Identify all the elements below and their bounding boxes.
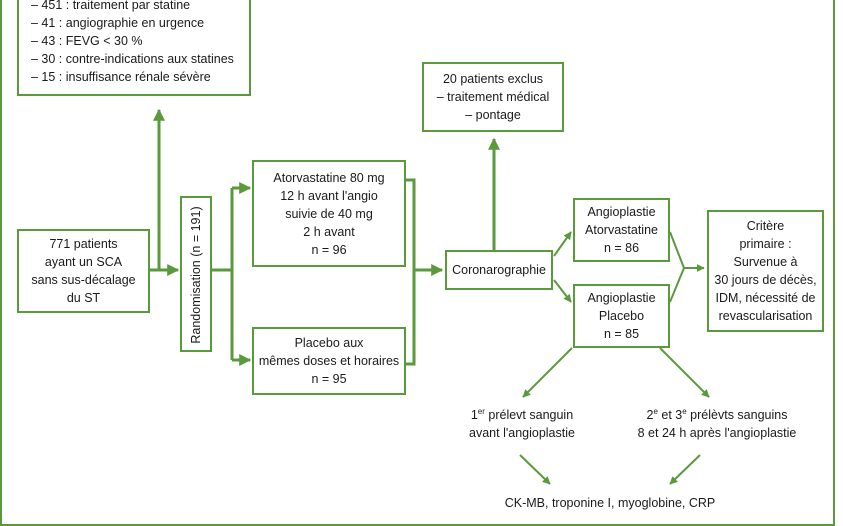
excluded-patients-box: 20 patients exclus – traitement médical … — [422, 62, 564, 132]
first-blood-sample: 1er prélevt sanguin avant l'angioplastie — [442, 406, 602, 442]
exclusion-criteria-box: – 451 : traitement par statine – 41 : an… — [17, 0, 251, 96]
atorvastatine-line: Atorvastatine 80 mg — [273, 170, 385, 185]
sample1-text: prélevt sanguin — [484, 408, 574, 422]
atorvastatine-line: 2 h avant — [303, 224, 355, 239]
patients-box: 771 patients ayant un SCA sans sus-décal… — [17, 229, 150, 313]
atorvastatine-arm-box: Atorvastatine 80 mg 12 h avant l'angio s… — [252, 160, 406, 267]
endpoint-merge — [669, 231, 686, 303]
second-third-blood-samples: 2e et 3e prélèvts sanguins 8 et 24 h apr… — [612, 406, 822, 442]
endpoint-line: Survenue à — [733, 255, 798, 269]
patients-line: du ST — [66, 291, 101, 305]
atorvastatine-line: suivie de 40 mg — [285, 206, 373, 221]
sample2-superscript-b: e — [682, 406, 687, 416]
arrow-to-angio-placebo — [553, 279, 572, 303]
arrow-to-sample2 — [659, 347, 710, 398]
coronarographie-label: Coronarographie — [452, 263, 546, 277]
randomisation-label: Randomisation (n = 191) — [189, 206, 203, 344]
arrow-sample1-to-markers — [519, 454, 551, 485]
placebo-line: n = 95 — [311, 372, 347, 386]
patients-line: ayant un SCA — [44, 255, 123, 269]
arrow-sample2-to-markers — [669, 454, 701, 485]
patients-line: 771 patients — [49, 237, 118, 251]
primary-endpoint-box: Critère primaire : Survenue à 30 jours d… — [707, 210, 824, 332]
exclusion-line: – 30 : contre-indications aux statines — [31, 52, 234, 66]
angio-atorva-line: n = 86 — [603, 241, 640, 255]
exclusion-line: – 451 : traitement par statine — [31, 0, 191, 12]
angioplastie-placebo-box: Angioplastie Placebo n = 85 — [573, 284, 670, 348]
sample2-text: prélèvts sanguins — [686, 408, 788, 422]
biomarkers-label: CK-MB, troponine I, myoglobine, CRP — [504, 496, 716, 510]
sample1-line2: avant l'angioplastie — [469, 426, 575, 440]
arrow-to-sample1 — [522, 347, 573, 398]
angio-atorva-line: Angioplastie — [587, 205, 656, 219]
angio-placebo-line: Angioplastie — [587, 291, 656, 305]
sample2-number-a: 2 — [646, 408, 654, 422]
exclusion-line: – 15 : insuffisance rénale sévère — [31, 70, 211, 84]
sample1-number: 1 — [470, 408, 478, 422]
excluded-line: – pontage — [465, 108, 521, 122]
angioplastie-atorvastatine-box: Angioplastie Atorvastatine n = 86 — [573, 198, 670, 262]
endpoint-line: IDM, nécessité de — [715, 291, 816, 305]
atorvastatine-line: n = 96 — [311, 242, 347, 257]
placebo-arm-box: Placebo aux mêmes doses et horaires n = … — [252, 327, 406, 395]
endpoint-line: 30 jours de décès, — [714, 273, 817, 287]
sample2-superscript-a: e — [653, 406, 658, 416]
atorvastatine-line: 12 h avant l'angio — [280, 188, 378, 203]
placebo-line: mêmes doses et horaires — [258, 354, 400, 368]
patients-line: sans sus-décalage — [31, 273, 136, 287]
sample1-line1: 1er prélevt sanguin — [442, 406, 602, 424]
exclusion-line: – 43 : FEVG < 30 % — [31, 34, 143, 48]
sample2-number-b: et 3 — [657, 408, 683, 422]
sample2-line1: 2e et 3e prélèvts sanguins — [612, 406, 822, 424]
sample1-superscript: er — [477, 406, 485, 416]
excluded-line: 20 patients exclus — [442, 72, 544, 86]
angio-placebo-line: n = 85 — [603, 327, 640, 341]
exclusion-line: – 41 : angiographie en urgence — [31, 16, 205, 30]
merge-bracket — [406, 178, 416, 366]
randomisation-box: Randomisation (n = 191) — [180, 196, 212, 352]
endpoint-line: primaire : — [739, 237, 792, 251]
endpoint-line: Critère — [746, 219, 785, 233]
angio-placebo-line: Placebo — [598, 309, 645, 323]
placebo-line: Placebo aux — [294, 336, 364, 350]
endpoint-line: revascularisation — [718, 309, 813, 323]
coronarographie-box: Coronarographie — [445, 250, 553, 290]
excluded-line: – traitement médical — [436, 90, 550, 104]
sample2-line2: 8 et 24 h après l'angioplastie — [637, 426, 797, 440]
angio-atorva-line: Atorvastatine — [585, 223, 658, 237]
arrow-to-angio-atorva — [553, 231, 572, 257]
